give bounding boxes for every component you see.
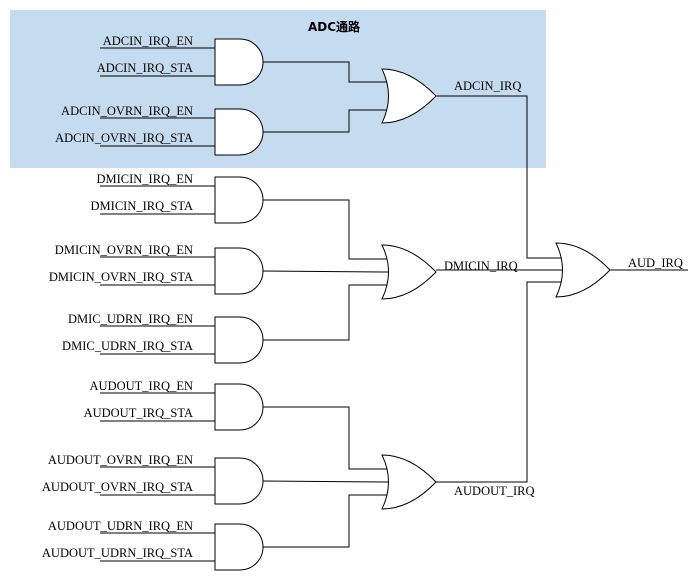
link-adc-1: [263, 109, 387, 133]
or-gate-adc: [381, 68, 437, 124]
label-dmic-2-en: DMIC_UDRN_IRQ_EN: [68, 312, 193, 326]
and-gate-dmic-0: [214, 176, 264, 224]
label-adc-1-sta: ADCIN_OVRN_IRQ_STA: [55, 131, 193, 145]
and-gate-dmic-2: [214, 316, 264, 364]
label-dmic-0-sta: DMICIN_IRQ_STA: [91, 199, 193, 213]
or-output-label-adc: ADCIN_IRQ: [454, 79, 521, 93]
adc-region-highlight: [10, 10, 546, 168]
and-gate-audout-1: [214, 457, 264, 505]
label-audout-2-en: AUDOUT_UDRN_IRQ_EN: [48, 519, 193, 533]
and-gate-adc-1: [214, 108, 264, 156]
gates: [214, 38, 611, 571]
label-dmic-2-sta: DMIC_UDRN_IRQ_STA: [62, 339, 193, 353]
link-dmic-2: [263, 284, 387, 341]
and-gate-adc-0: [214, 38, 264, 86]
label-audout-0-en: AUDOUT_IRQ_EN: [90, 379, 193, 393]
and-gate-audout-2: [214, 523, 264, 571]
label-dmic-0-en: DMICIN_IRQ_EN: [96, 172, 193, 186]
label-audout-0-sta: AUDOUT_IRQ_STA: [84, 406, 193, 420]
or-gate-dmic: [381, 244, 437, 300]
and-gate-audout-0: [214, 383, 264, 431]
or-output-label-audout: AUDOUT_IRQ: [454, 484, 535, 498]
link-audout-0: [263, 406, 387, 470]
link-adc-0: [263, 61, 387, 83]
link-audout-to-final: [436, 281, 562, 483]
link-dmic-0: [263, 199, 387, 260]
and-gate-dmic-1: [214, 247, 264, 295]
adc-region-title: ADC通路: [308, 19, 361, 34]
label-dmic-1-sta: DMICIN_OVRN_IRQ_STA: [49, 270, 193, 284]
labels: ADCIN_IRQ_EN ADCIN_IRQ_STA ADCIN_OVRN_IRQ_…: [42, 34, 683, 560]
link-audout-2: [263, 494, 387, 548]
label-adc-0-en: ADCIN_IRQ_EN: [103, 34, 193, 48]
label-audout-1-sta: AUDOUT_OVRN_IRQ_STA: [42, 480, 193, 494]
or-gate-aud-irq: [555, 242, 611, 298]
label-adc-1-en: ADCIN_OVRN_IRQ_EN: [61, 104, 193, 118]
wires: [100, 47, 688, 562]
label-dmic-1-en: DMICIN_OVRN_IRQ_EN: [55, 243, 193, 257]
or-gate-audout: [381, 454, 437, 510]
label-audout-2-sta: AUDOUT_UDRN_IRQ_STA: [42, 546, 193, 560]
link-dmic-1: [262, 270, 389, 273]
link-adc-to-final: [436, 95, 562, 259]
or-output-label-dmic: DMICIN_IRQ: [444, 259, 518, 273]
final-output-label: AUD_IRQ: [628, 256, 683, 270]
link-audout-1: [262, 480, 389, 483]
label-audout-1-en: AUDOUT_OVRN_IRQ_EN: [48, 453, 193, 467]
label-adc-0-sta: ADCIN_IRQ_STA: [97, 61, 193, 75]
